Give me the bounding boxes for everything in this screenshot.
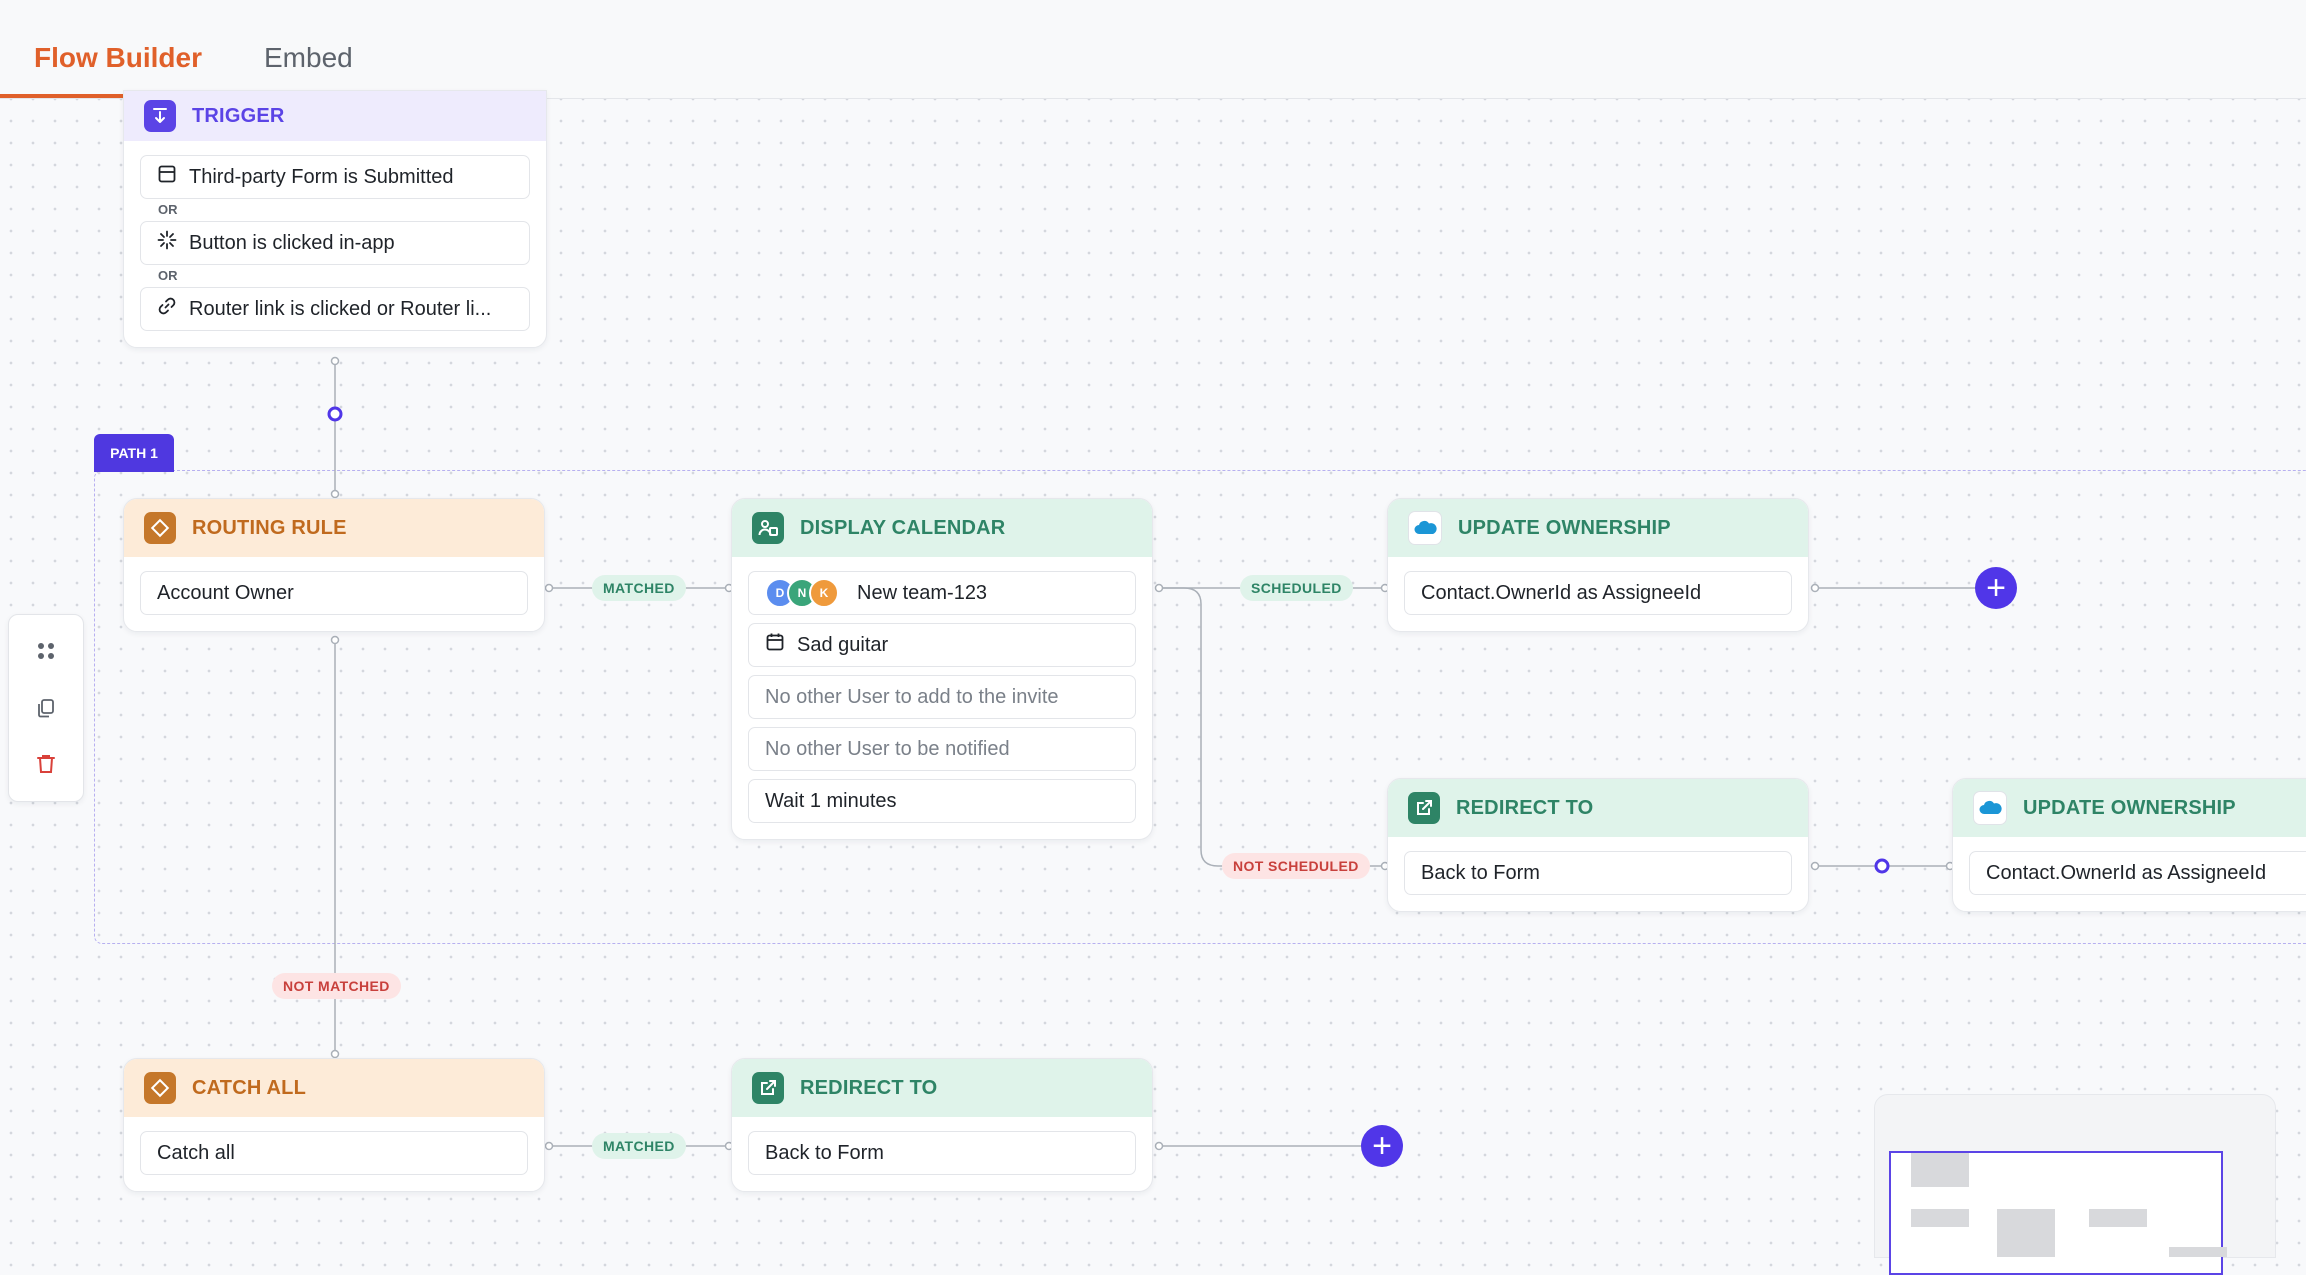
- catch-all-value[interactable]: Catch all: [140, 1131, 528, 1175]
- copy-icon[interactable]: [30, 692, 62, 724]
- update-ownership-title: UPDATE OWNERSHIP: [2023, 796, 2236, 819]
- redirect-to-value[interactable]: Back to Form: [1404, 851, 1792, 895]
- update-ownership-value[interactable]: Contact.OwnerId as AssigneeId: [1404, 571, 1792, 615]
- wait-row[interactable]: Wait 1 minutes: [748, 779, 1136, 823]
- top-bar: Flow Builder Embed: [0, 0, 2306, 99]
- update-ownership-header: UPDATE OWNERSHIP: [1953, 779, 2306, 837]
- tab-active-underline: [0, 94, 232, 98]
- update-ownership-card[interactable]: UPDATE OWNERSHIP Contact.OwnerId as Assi…: [1387, 498, 1809, 632]
- calendar-users-icon: [752, 512, 784, 544]
- tab-embed[interactable]: Embed: [264, 42, 353, 73]
- path-label[interactable]: PATH 1: [94, 434, 174, 472]
- team-row[interactable]: D N K New team-123: [748, 571, 1136, 615]
- update-ownership-value[interactable]: Contact.OwnerId as AssigneeId: [1969, 851, 2306, 895]
- redirect-to-header: REDIRECT TO: [732, 1059, 1152, 1117]
- path-group-box: [94, 470, 2306, 944]
- salesforce-cloud-icon: [1408, 511, 1442, 545]
- event-name: Sad guitar: [797, 633, 889, 656]
- link-icon: [157, 296, 177, 322]
- update-ownership-header: UPDATE OWNERSHIP: [1388, 499, 1808, 557]
- trigger-title: TRIGGER: [192, 104, 285, 127]
- trash-icon[interactable]: [30, 748, 62, 780]
- minimap-node: [1997, 1209, 2055, 1257]
- trigger-item-label: Third-party Form is Submitted: [189, 165, 454, 188]
- edge-label-matched: MATCHED: [592, 575, 686, 601]
- edge-label-not-matched: NOT MATCHED: [272, 973, 401, 999]
- routing-rule-title: ROUTING RULE: [192, 516, 347, 539]
- minimap-node: [2089, 1209, 2147, 1227]
- event-row[interactable]: Sad guitar: [748, 623, 1136, 667]
- salesforce-cloud-icon: [1973, 791, 2007, 825]
- routing-rule-header: ROUTING RULE: [124, 499, 544, 557]
- trigger-item-label: Router link is clicked or Router li...: [189, 297, 492, 320]
- redirect-to-title: REDIRECT TO: [800, 1076, 938, 1099]
- avatar: K: [809, 578, 839, 608]
- click-icon: [157, 230, 177, 256]
- edge-label-matched: MATCHED: [592, 1133, 686, 1159]
- add-step-button[interactable]: +: [1361, 1125, 1403, 1167]
- catch-all-title: CATCH ALL: [192, 1076, 306, 1099]
- display-calendar-card[interactable]: DISPLAY CALENDAR D N K New team-123 Sad …: [731, 498, 1153, 840]
- trigger-item[interactable]: Third-party Form is Submitted: [140, 155, 530, 199]
- catch-all-card[interactable]: CATCH ALL Catch all: [123, 1058, 545, 1192]
- diamond-icon: [144, 512, 176, 544]
- avatar-group: D N K: [765, 578, 839, 608]
- catch-all-header: CATCH ALL: [124, 1059, 544, 1117]
- external-link-icon: [752, 1072, 784, 1104]
- routing-rule-card[interactable]: ROUTING RULE Account Owner: [123, 498, 545, 632]
- redirect-to-header: REDIRECT TO: [1388, 779, 1808, 837]
- external-link-icon: [1408, 792, 1440, 824]
- diamond-icon: [144, 1072, 176, 1104]
- notify-row[interactable]: No other User to be notified: [748, 727, 1136, 771]
- trigger-item[interactable]: Button is clicked in-app: [140, 221, 530, 265]
- trigger-item-label: Button is clicked in-app: [189, 231, 395, 254]
- calendar-icon: [765, 632, 785, 658]
- update-ownership-card[interactable]: UPDATE OWNERSHIP Contact.OwnerId as Assi…: [1952, 778, 2306, 912]
- trigger-icon: [144, 100, 176, 132]
- trigger-item[interactable]: Router link is clicked or Router li...: [140, 287, 530, 331]
- edge-label-scheduled: SCHEDULED: [1240, 575, 1353, 601]
- team-name: New team-123: [857, 581, 988, 604]
- tab-flow-builder[interactable]: Flow Builder: [34, 42, 202, 73]
- redirect-to-card[interactable]: REDIRECT TO Back to Form: [731, 1058, 1153, 1192]
- trigger-card[interactable]: TRIGGER Third-party Form is Submitted OR…: [123, 90, 547, 348]
- add-step-button[interactable]: +: [1975, 567, 2017, 609]
- node-toolbar: [8, 614, 84, 802]
- or-separator: OR: [158, 268, 178, 283]
- minimap-node: [2169, 1247, 2227, 1257]
- or-separator: OR: [158, 202, 178, 217]
- drag-handle-icon[interactable]: [30, 635, 62, 667]
- trigger-header: TRIGGER: [124, 91, 546, 141]
- redirect-to-card[interactable]: REDIRECT TO Back to Form: [1387, 778, 1809, 912]
- update-ownership-title: UPDATE OWNERSHIP: [1458, 516, 1671, 539]
- redirect-to-value[interactable]: Back to Form: [748, 1131, 1136, 1175]
- display-calendar-header: DISPLAY CALENDAR: [732, 499, 1152, 557]
- form-icon: [157, 164, 177, 190]
- minimap-node: [1911, 1153, 1969, 1187]
- display-calendar-title: DISPLAY CALENDAR: [800, 516, 1006, 539]
- minimap[interactable]: [1874, 1094, 2276, 1275]
- routing-rule-value[interactable]: Account Owner: [140, 571, 528, 615]
- minimap-node: [1911, 1209, 1969, 1227]
- edge-label-not-scheduled: NOT SCHEDULED: [1222, 853, 1370, 879]
- redirect-to-title: REDIRECT TO: [1456, 796, 1594, 819]
- invite-row[interactable]: No other User to add to the invite: [748, 675, 1136, 719]
